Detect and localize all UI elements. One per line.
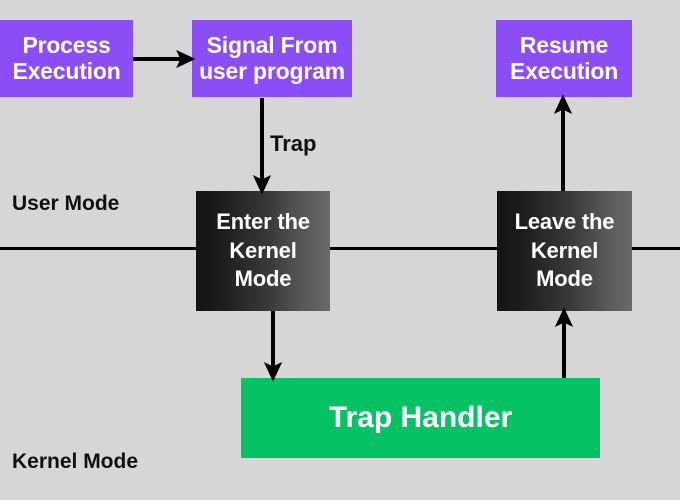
box-leave-kernel-mode-line1: Leave the <box>514 209 615 235</box>
box-resume-execution-line1: Resume <box>519 31 609 58</box>
box-enter-kernel-mode-line2: Kernel <box>229 237 297 263</box>
kernel-mode-label: Kernel Mode <box>12 450 139 473</box>
box-trap-handler[interactable]: Trap Handler <box>241 378 600 458</box>
box-trap-handler-label: Trap Handler <box>328 401 513 435</box>
box-signal-from-user-program-line2: user program <box>199 57 345 84</box>
user-mode-label: User Mode <box>12 192 120 215</box>
box-resume-execution[interactable]: Resume Execution <box>496 20 632 97</box>
box-resume-execution-line2: Execution <box>509 57 619 84</box>
box-enter-kernel-mode-line1: Enter the <box>216 209 310 235</box>
box-signal-from-user-program-line1: Signal From <box>206 31 338 58</box>
box-signal-from-user-program[interactable]: Signal From user program <box>192 20 352 97</box>
box-leave-kernel-mode-line2: Kernel <box>530 237 599 263</box>
box-leave-kernel-mode[interactable]: Leave the Kernel Mode <box>497 191 632 311</box>
mode-divider-line <box>0 247 680 250</box>
trap-arrow-label: Trap <box>270 131 317 156</box>
box-process-execution-line2: Execution <box>12 57 121 84</box>
box-leave-kernel-mode-line3: Mode <box>536 266 593 292</box>
box-process-execution[interactable]: Process Execution <box>0 20 133 97</box>
box-enter-kernel-mode-line3: Mode <box>234 266 292 292</box>
box-process-execution-line1: Process <box>22 31 111 58</box>
box-enter-kernel-mode[interactable]: Enter the Kernel Mode <box>196 191 330 311</box>
